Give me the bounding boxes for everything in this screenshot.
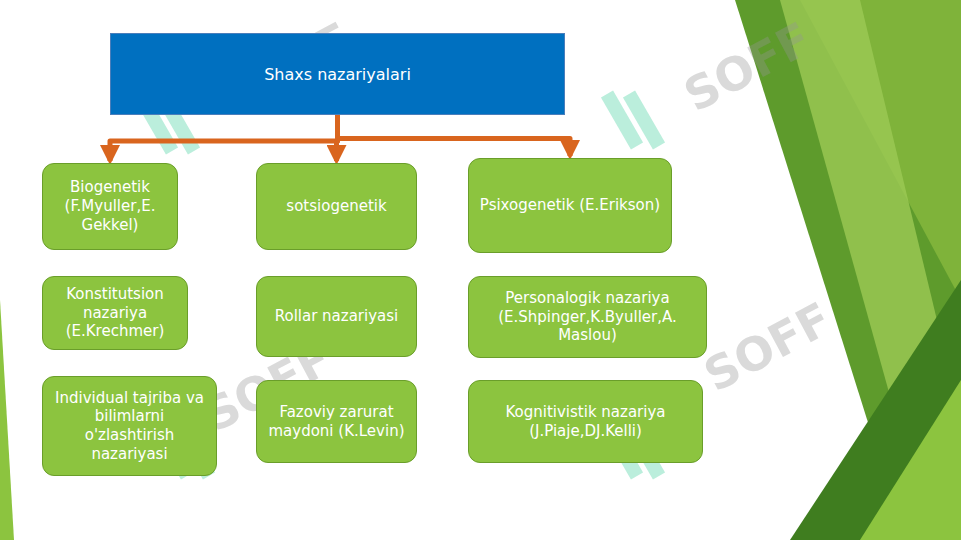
- decor-band: [0, 300, 14, 540]
- theory-label: Biogenetik (F.Myuller,E. Gekkel): [51, 178, 169, 234]
- theory-box: Rollar nazariyasi: [256, 276, 417, 357]
- theory-box: Psixogenetik (E.Erikson): [468, 158, 672, 253]
- theory-label: Rollar nazariyasi: [275, 307, 399, 326]
- theory-label: Konstitutsion nazariya (E.Krechmer): [51, 285, 179, 341]
- theory-label: Kognitivistik nazariya (J.Piaje,DJ.Kelli…: [477, 403, 694, 441]
- title-text: Shaxs nazariyalari: [264, 65, 411, 84]
- decor-band: [860, 380, 961, 540]
- theory-box: Kognitivistik nazariya (J.Piaje,DJ.Kelli…: [468, 380, 703, 463]
- connector-arrow: [338, 115, 571, 156]
- theory-box: Individual tajriba va bilimlarni o'zlash…: [42, 376, 217, 476]
- theory-box: sotsiogenetik: [256, 163, 417, 250]
- theory-label: Personalogik nazariya (E.Shpinger,K.Byul…: [477, 289, 698, 345]
- watermark: SOFF: [675, 11, 820, 122]
- title-box: Shaxs nazariyalari: [110, 33, 565, 115]
- theory-label: sotsiogenetik: [286, 197, 386, 216]
- theory-box: Fazoviy zarurat maydoni (K.Levin): [256, 380, 417, 463]
- theory-label: Individual tajriba va bilimlarni o'zlash…: [51, 389, 208, 464]
- theory-label: Psixogenetik (E.Erikson): [480, 196, 660, 215]
- connector-arrow: [110, 115, 338, 161]
- decor-band: [780, 0, 961, 540]
- watermark: SOFF: [695, 291, 840, 402]
- theory-box: Konstitutsion nazariya (E.Krechmer): [42, 276, 188, 350]
- theory-box: Personalogik nazariya (E.Shpinger,K.Byul…: [468, 276, 707, 358]
- theory-label: Fazoviy zarurat maydoni (K.Levin): [265, 403, 408, 441]
- theory-box: Biogenetik (F.Myuller,E. Gekkel): [42, 163, 178, 250]
